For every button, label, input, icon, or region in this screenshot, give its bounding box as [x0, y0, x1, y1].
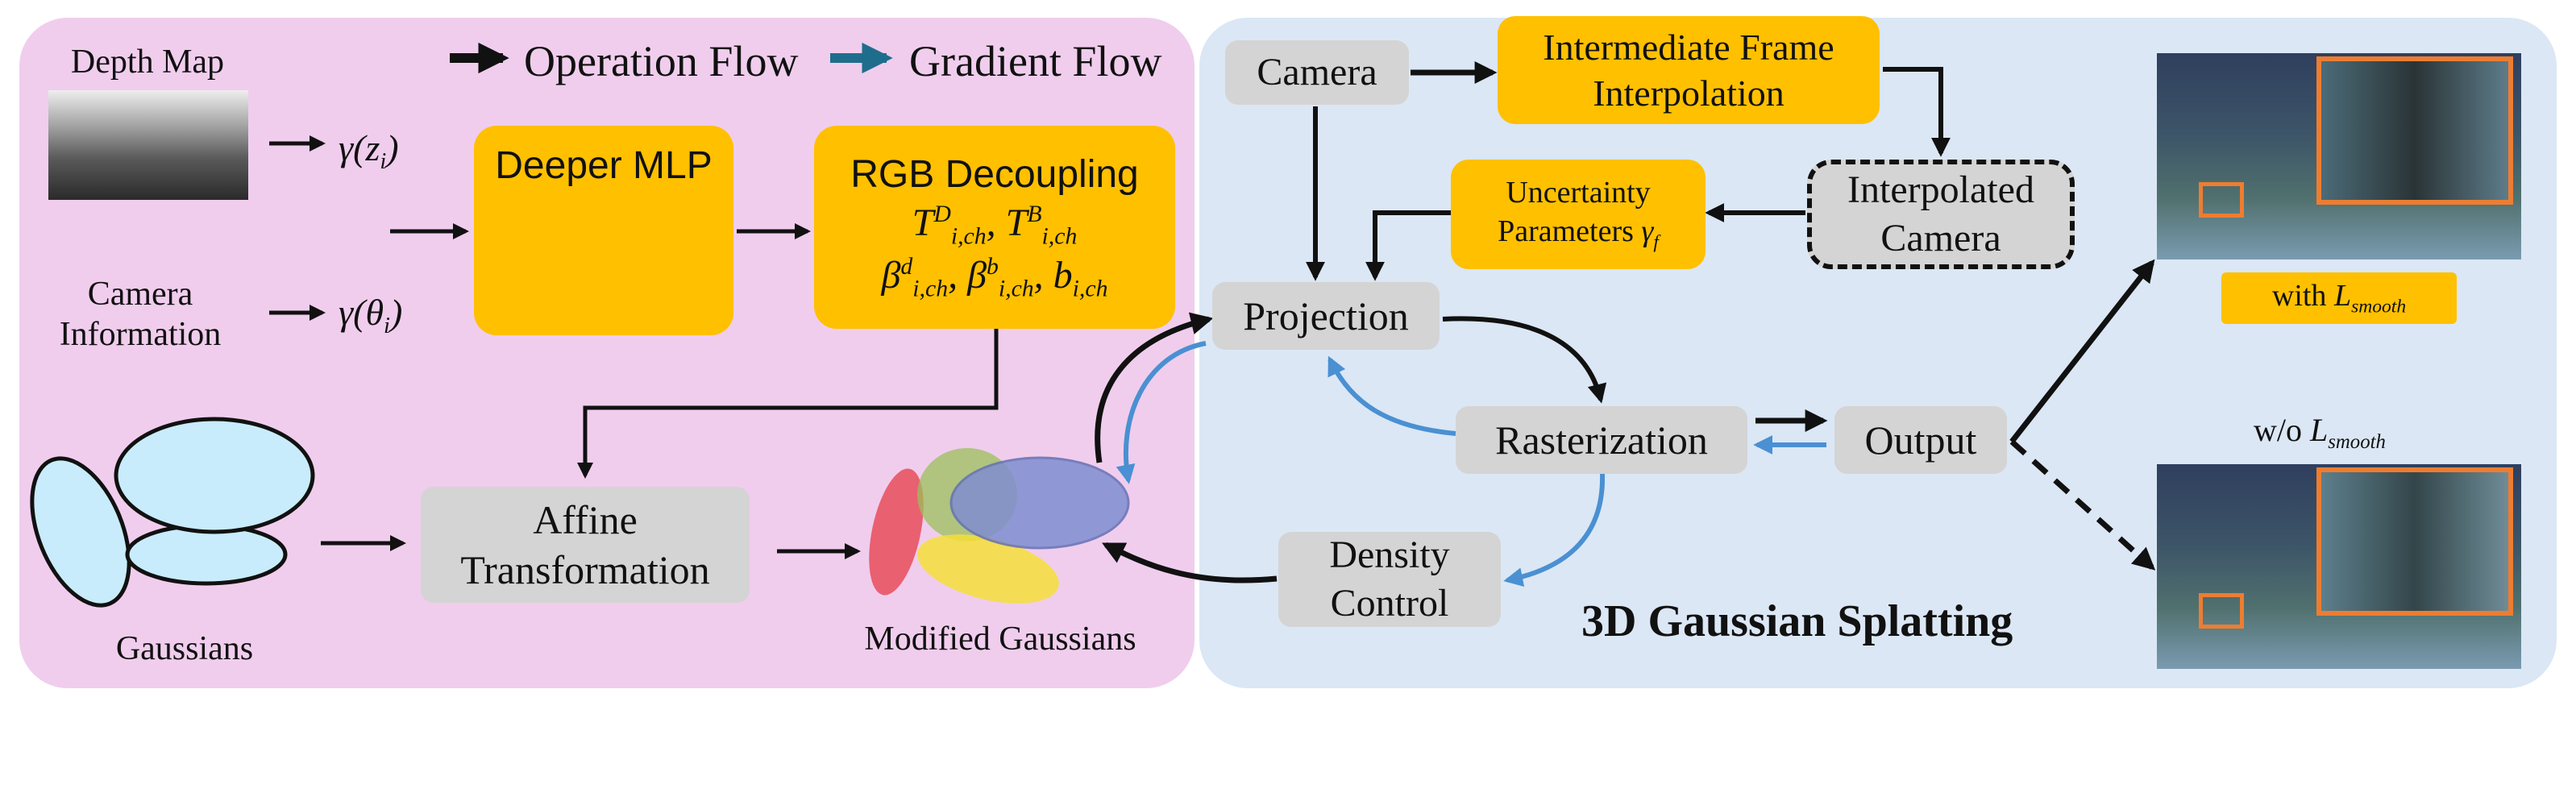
- rgb-decoupling-title: RGB Decoupling: [850, 153, 1139, 197]
- zoom-region: [2199, 593, 2244, 629]
- projection-box: Projection: [1212, 282, 1440, 350]
- render-with-smooth-image: [2157, 53, 2521, 259]
- gaussians-icon: [30, 417, 315, 608]
- gaussian-splatting-title: 3D Gaussian Splatting: [1581, 596, 2013, 646]
- deeper-mlp-box: Deeper MLP: [474, 126, 733, 335]
- depth-map-label: Depth Map: [70, 44, 225, 81]
- legend-operation-label: Operation Flow: [524, 37, 799, 85]
- camera-info-label: Camera Information: [59, 276, 222, 354]
- zoom-region: [2199, 182, 2244, 218]
- gaussians-label: Gaussians: [115, 630, 254, 667]
- legend-gradient-label: Gradient Flow: [909, 37, 1162, 85]
- rgb-decoupling-box: RGB Decoupling TDi,ch, TBi,ch βdi,ch, βb…: [814, 126, 1175, 329]
- beta-terms: βdi,ch, βbi,ch, bi,ch: [881, 253, 1108, 302]
- rasterization-box: Rasterization: [1456, 406, 1747, 474]
- without-smooth-label: w/o Lsmooth: [2254, 412, 2386, 453]
- zoom-inset: [2316, 56, 2513, 205]
- modified-gaussians-label: Modified Gaussians: [864, 621, 1136, 658]
- depth-map-image: [48, 90, 248, 200]
- output-box: Output: [1834, 406, 2007, 474]
- zoom-inset: [2316, 467, 2513, 616]
- transmission-terms: TDi,ch, TBi,ch: [912, 201, 1078, 250]
- with-smooth-badge: with Lsmooth: [2221, 272, 2457, 324]
- deeper-mlp-label: Deeper MLP: [495, 144, 713, 187]
- interpolated-camera-box: Interpolated Camera: [1807, 160, 2075, 269]
- intermediate-frame-interpolation-box: Intermediate Frame Interpolation: [1498, 16, 1880, 124]
- uncertainty-parameters-box: Uncertainty Parameters γf: [1451, 160, 1706, 269]
- camera-box: Camera: [1225, 40, 1409, 105]
- modified-gaussians-icon: [869, 448, 1130, 604]
- gamma-z-label: γ(zi): [339, 127, 399, 175]
- gamma-theta-label: γ(θi): [339, 292, 403, 339]
- render-without-smooth-image: [2157, 464, 2521, 669]
- affine-transformation-box: Affine Transformation: [421, 487, 750, 603]
- density-control-box: Density Control: [1278, 532, 1501, 627]
